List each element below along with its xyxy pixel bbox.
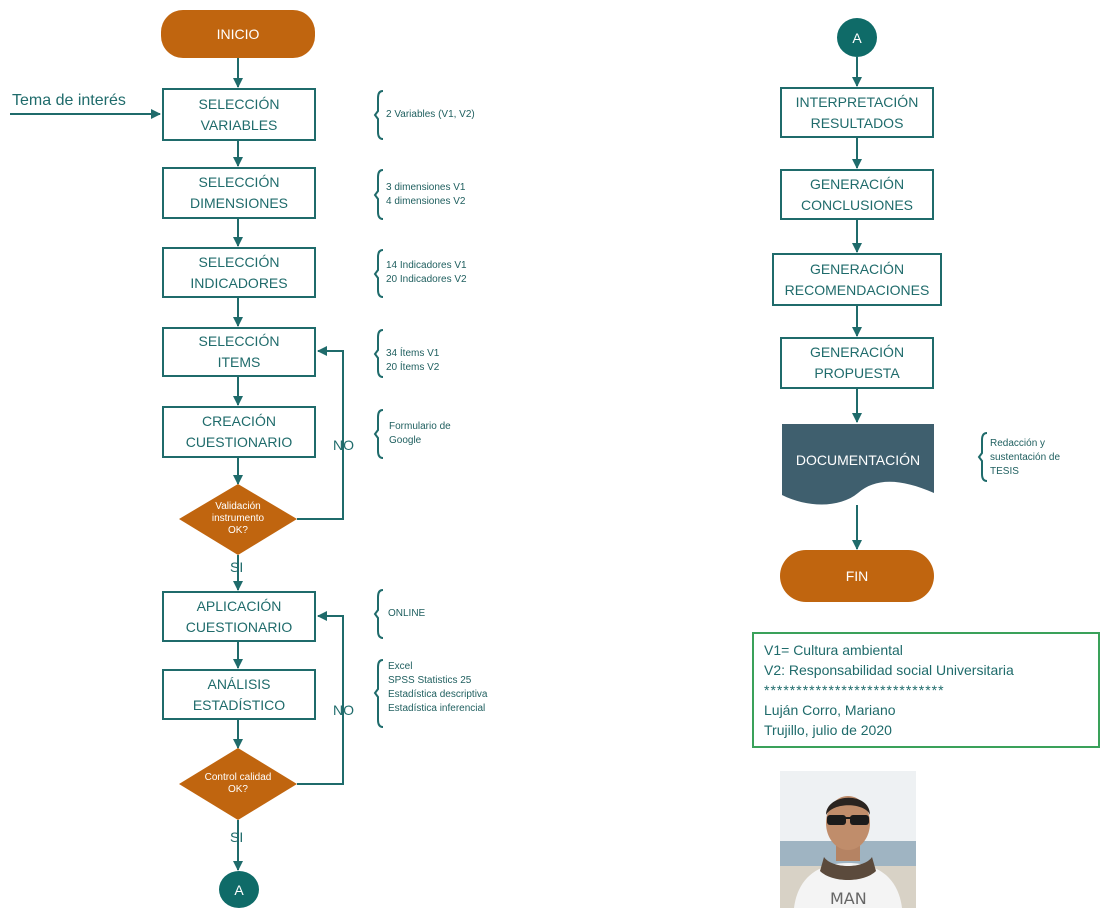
documentation-label: DOCUMENTACIÓN <box>795 452 921 468</box>
step-select-items: SELECCIÓN ITEMS <box>162 327 316 377</box>
legend-line: V2: Responsabilidad social Universitaria <box>764 662 1014 678</box>
step-line1: APLICACIÓN <box>196 597 282 614</box>
step-line2: PROPUESTA <box>814 365 900 381</box>
step-line2: CONCLUSIONES <box>800 196 914 213</box>
note-line: 20 Indicadores V2 <box>386 274 467 285</box>
author-photo: MAN <box>780 771 916 908</box>
step-line2: DIMENSIONES <box>189 195 288 211</box>
step-line1: SELECCIÓN <box>198 333 280 349</box>
note-line: 2 Variables (V1, V2) <box>386 109 475 120</box>
step-line2: INDICADORES <box>190 274 288 291</box>
step-line1: SELECCIÓN <box>198 174 280 190</box>
note-line: Estadística descriptiva <box>388 689 488 700</box>
step-statistical-analysis: ANÁLISIS ESTADÍSTICO <box>162 669 316 720</box>
legend-line: Luján Corro, Mariano <box>764 702 896 718</box>
decision-control-label: Control calidad OK? <box>188 772 288 796</box>
note-dimensions: 3 dimensiones V1 4 dimensiones V2 <box>386 181 466 209</box>
photo-shirt-text: MAN <box>830 889 867 908</box>
step-generate-recommendations: GENERACIÓN RECOMENDACIONES <box>772 253 942 306</box>
note-questionnaire: Formulario de Google <box>389 420 451 448</box>
step-line1: SELECCIÓN <box>198 253 280 270</box>
note-indicators: 14 Indicadores V1 20 Indicadores V2 <box>386 259 467 287</box>
step-line1: SELECCIÓN <box>198 95 280 112</box>
note-brace-2 <box>373 169 384 220</box>
legend-line: Trujillo, julio de 2020 <box>764 722 892 738</box>
step-line2: ITEMS <box>217 354 261 370</box>
legend-line: V1= Cultura ambiental <box>764 642 903 658</box>
note-line: Excel <box>388 661 413 672</box>
step-select-indicators: SELECCIÓN INDICADORES <box>162 247 316 298</box>
note-line: Formulario de <box>389 421 451 432</box>
legend-box: V1= Cultura ambiental V2: Responsabilida… <box>752 632 1100 748</box>
note-line: SPSS Statistics 25 <box>388 675 472 686</box>
connector-a-bottom: A <box>219 871 259 908</box>
step-apply-questionnaire: APLICACIÓN CUESTIONARIO <box>162 591 316 642</box>
document-shape <box>782 424 934 505</box>
end-terminal: FIN <box>780 550 934 602</box>
step-line2: RECOMENDACIONES <box>784 281 930 298</box>
note-items: 34 Ítems V1 20 Ítems V2 <box>386 347 439 375</box>
decision-validation-label: Validación instrumento OK? <box>188 501 288 537</box>
step-line1: CREACIÓN <box>202 413 276 429</box>
decision-line: OK? <box>227 525 248 536</box>
decision-line: Control calidad <box>204 772 272 783</box>
connector-a-top: A <box>837 18 877 57</box>
decision-control <box>179 748 297 820</box>
step-line1: GENERACIÓN <box>809 175 905 192</box>
note-line: TESIS <box>990 466 1019 477</box>
author-photo-illustration: MAN <box>780 771 916 908</box>
arrow-control-no-loop <box>297 611 344 785</box>
decision-validation <box>179 484 297 555</box>
step-line2: CUESTIONARIO <box>185 618 293 635</box>
validation-yes-label: SI <box>230 559 244 575</box>
note-brace-doc <box>977 432 988 482</box>
step-create-questionnaire: CREACIÓN CUESTIONARIO <box>162 406 316 458</box>
legend-line: **************************** <box>764 682 945 698</box>
note-brace-3 <box>373 249 384 298</box>
decision-line: Validación <box>215 501 261 512</box>
note-documentation: Redacción y sustentación de TESIS <box>990 437 1060 479</box>
step-line1: GENERACIÓN <box>809 344 905 360</box>
step-select-variables: SELECCIÓN VARIABLES <box>162 88 316 141</box>
note-line: Google <box>389 435 422 446</box>
note-brace-6 <box>373 589 384 639</box>
decision-line: OK? <box>227 784 248 795</box>
decision-line: instrumento <box>211 513 265 524</box>
step-generate-proposal: GENERACIÓN PROPUESTA <box>780 337 934 389</box>
note-analysis: Excel SPSS Statistics 25 Estadística des… <box>388 660 488 716</box>
note-application: ONLINE <box>388 607 425 621</box>
step-line2: VARIABLES <box>200 116 278 133</box>
step-line1: INTERPRETACIÓN <box>795 93 919 110</box>
step-line2: CUESTIONARIO <box>185 434 293 450</box>
step-line1: ANÁLISIS <box>207 675 271 692</box>
arrow-validation-no-loop <box>297 346 344 520</box>
note-line: Redacción y <box>990 438 1046 449</box>
note-line: ONLINE <box>388 608 426 619</box>
step-line1: GENERACIÓN <box>809 260 905 277</box>
note-line: Estadística inferencial <box>388 703 486 714</box>
note-line: 4 dimensiones V2 <box>386 196 466 207</box>
note-brace-4 <box>373 329 384 378</box>
note-line: 3 dimensiones V1 <box>386 182 466 193</box>
note-line: sustentación de <box>990 452 1061 463</box>
note-brace-7 <box>373 659 384 728</box>
control-no-label: NO <box>333 702 354 718</box>
step-interpret-results: INTERPRETACIÓN RESULTADOS <box>780 87 934 138</box>
step-line2: RESULTADOS <box>810 114 904 131</box>
topic-input-label: Tema de interés <box>12 92 126 109</box>
note-line: 20 Ítems V2 <box>386 362 440 373</box>
note-brace-1 <box>373 90 384 140</box>
step-generate-conclusions: GENERACIÓN CONCLUSIONES <box>780 169 934 220</box>
note-line: 14 Indicadores V1 <box>386 260 467 271</box>
step-select-dimensions: SELECCIÓN DIMENSIONES <box>162 167 316 219</box>
validation-no-label: NO <box>333 437 354 453</box>
note-brace-5 <box>373 409 384 459</box>
note-line: 34 Ítems V1 <box>386 348 440 359</box>
step-line2: ESTADÍSTICO <box>192 696 286 713</box>
start-terminal: INICIO <box>161 10 315 58</box>
note-variables: 2 Variables (V1, V2) <box>386 108 475 122</box>
control-yes-label: SI <box>230 829 244 845</box>
